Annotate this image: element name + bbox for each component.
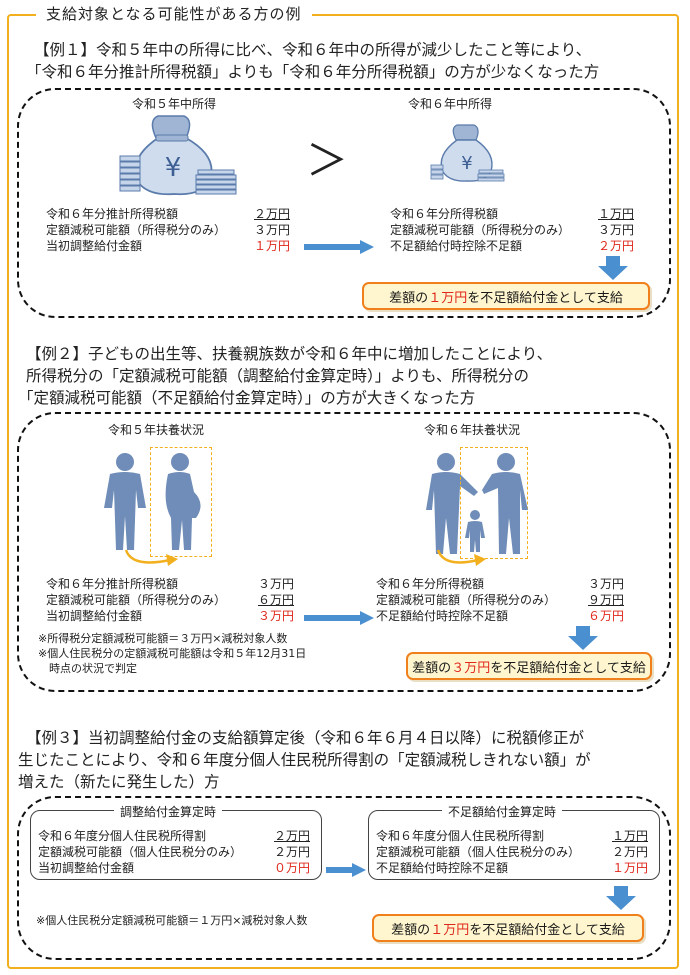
- ex2-result-amount: ３万円: [451, 660, 491, 676]
- ex2-right-value-1: ３万円: [588, 577, 625, 591]
- ex2-left-value-2: ６万円: [258, 593, 295, 607]
- ex2-right-value-3: ６万円: [588, 609, 625, 623]
- ex1-right-value-3: ２万円: [598, 239, 635, 253]
- ex2-right-label-3: 不足額給付時控除不足額: [376, 609, 509, 623]
- ex1-left-value-2: ３万円: [254, 223, 291, 237]
- ex3-left-label-2: 定額減税可能額（個人住民税分のみ）: [38, 845, 243, 859]
- ex2-note-2: ※個人住民税分の定額減税可能額は令和５年12月31日: [38, 647, 307, 660]
- right-arrow-icon: [304, 240, 374, 254]
- ex3-result-amount: １万円: [430, 922, 470, 938]
- ex3-right-value-1: １万円: [612, 829, 649, 843]
- down-arrow-icon: [598, 256, 628, 280]
- ex2-note-3: 時点の状況で判定: [38, 662, 137, 675]
- ex3-left-value-1: ２万円: [274, 829, 311, 843]
- ex3-right-label-1: 令和６年度分個人住民税所得割: [376, 829, 545, 843]
- ex1-left-label-2: 定額減税可能額（所得税分のみ）: [46, 223, 227, 237]
- svg-text:¥: ¥: [165, 153, 182, 183]
- ex1-result-pre: 差額の: [389, 290, 429, 306]
- down-arrow-icon: [606, 886, 636, 910]
- father-icon: [426, 453, 478, 554]
- ex2-left-highlight-box: [150, 447, 212, 557]
- ex2-left-value-1: ３万円: [258, 577, 295, 591]
- ex3-heading-line3: 増えた（新たに発生した）方: [18, 773, 220, 791]
- ex1-right-caption: 令和６年中所得: [408, 97, 493, 111]
- ex2-right-label-2: 定額減税可能額（所得税分のみ）: [376, 593, 557, 607]
- money-bag-icon: ¥: [119, 115, 237, 196]
- ex2-heading-line2: 所得税分の「定額減税可能額（調整給付金算定時）」よりも、所得税分の: [26, 367, 529, 385]
- ex3-result-pre: 差額の: [391, 922, 431, 938]
- pregnant-woman-icon: [165, 453, 201, 550]
- ex3-note: ※個人住民税分定額減税可能額＝１万円×減税対象人数: [36, 914, 308, 927]
- curved-arrow-icon: [436, 549, 486, 566]
- ex3-panel: [17, 796, 671, 960]
- ex3-right-label-2: 定額減税可能額（個人住民税分のみ）: [376, 845, 581, 859]
- ex1-result-post: を不足額給付金として支給: [467, 290, 623, 306]
- ex2-left-value-3: ３万円: [258, 609, 295, 623]
- ex2-left-label-1: 令和６年分推計所得税額: [46, 577, 179, 591]
- child-icon: [465, 510, 485, 552]
- ex2-left-label-2: 定額減税可能額（所得税分のみ）: [46, 593, 227, 607]
- ex3-right-value-2: ２万円: [612, 845, 649, 859]
- ex1-heading-line2: 「令和６年分推計所得税額」よりも「令和６年分所得税額」の方が少なくなった方: [26, 63, 600, 81]
- person-icon: [104, 453, 146, 550]
- ex3-heading-line1: 【例３】当初調整給付金の支給額算定後（令和６年６月４日以降）に税額修正が: [26, 729, 585, 747]
- ex1-left-label-3: 当初調整給付金額: [46, 239, 143, 253]
- ex1-left-value-3: １万円: [254, 239, 291, 253]
- ex2-right-caption: 令和６年扶養状況: [424, 423, 521, 437]
- ex1-left-label-1: 令和６年分推計所得税額: [46, 207, 179, 221]
- ex1-right-label-2: 定額減税可能額（所得税分のみ）: [390, 223, 571, 237]
- ex2-result-post: を不足額給付金として支給: [490, 660, 646, 676]
- right-arrow-icon: [304, 611, 374, 625]
- svg-text:¥: ¥: [461, 153, 472, 174]
- ex1-panel: [17, 88, 671, 318]
- outer-frame: [7, 14, 679, 969]
- ex3-left-title: 調整給付金算定時: [114, 803, 223, 820]
- ex2-heading-line3: 「定額減税可能額（不足額給付金算定時）」の方が大きくなった方: [18, 389, 476, 407]
- ex1-right-value-2: ３万円: [598, 223, 635, 237]
- ex2-heading-line1: 【例２】子どもの出生等、扶養親族数が令和６年中に増加したことにより、: [26, 345, 553, 363]
- ex3-right-title: 不足額給付金算定時: [442, 803, 563, 820]
- mother-icon: [482, 453, 528, 554]
- frame-title: 支給対象となる可能性がある方の例: [36, 3, 312, 24]
- ex2-left-caption: 令和５年扶養状況: [108, 423, 205, 437]
- ex2-result-pre: 差額の: [412, 660, 452, 676]
- ex3-left-label-3: 当初調整給付金額: [38, 861, 135, 875]
- ex2-right-highlight-box: [460, 447, 528, 559]
- ex3-result-post: を不足額給付金として支給: [469, 922, 625, 938]
- ex2-right-value-2: ９万円: [588, 593, 625, 607]
- money-bag-small-icon: ¥: [430, 124, 505, 182]
- ex1-right-label-3: 不足額給付時控除不足額: [390, 239, 523, 253]
- ex2-right-label-1: 令和６年分所得税額: [376, 577, 485, 591]
- ex2-panel: [17, 412, 671, 692]
- down-arrow-icon: [568, 626, 598, 650]
- ex3-heading-line2: 生じたことにより、令和６年度分個人住民税所得割の「定額減税しきれない額」が: [18, 751, 591, 769]
- ex1-left-value-1: ２万円: [254, 207, 291, 221]
- ex3-left-label-1: 令和６年度分個人住民税所得割: [38, 829, 207, 843]
- ex1-left-caption: 令和５年中所得: [132, 97, 217, 111]
- ex1-right-value-1: １万円: [598, 207, 635, 221]
- ex2-note-1: ※所得税分定額減税可能額＝３万円×減税対象人数: [38, 632, 288, 645]
- ex1-heading-line1: 【例１】令和５年中の所得に比べ、令和６年中の所得が減少したこと等により、: [34, 41, 592, 59]
- right-arrow-icon: [326, 863, 366, 877]
- curved-arrow-icon: [124, 549, 178, 566]
- greater-than-sign: ＞: [306, 136, 349, 185]
- ex3-right-label-3: 不足額給付時控除不足額: [376, 861, 509, 875]
- ex3-left-value-2: ２万円: [274, 845, 311, 859]
- ex1-result-amount: １万円: [428, 290, 468, 306]
- ex2-left-label-3: 当初調整給付金額: [46, 609, 143, 623]
- ex1-right-label-1: 令和６年分所得税額: [390, 207, 499, 221]
- ex3-right-value-3: １万円: [612, 861, 649, 875]
- ex3-left-value-3: ０万円: [274, 861, 311, 875]
